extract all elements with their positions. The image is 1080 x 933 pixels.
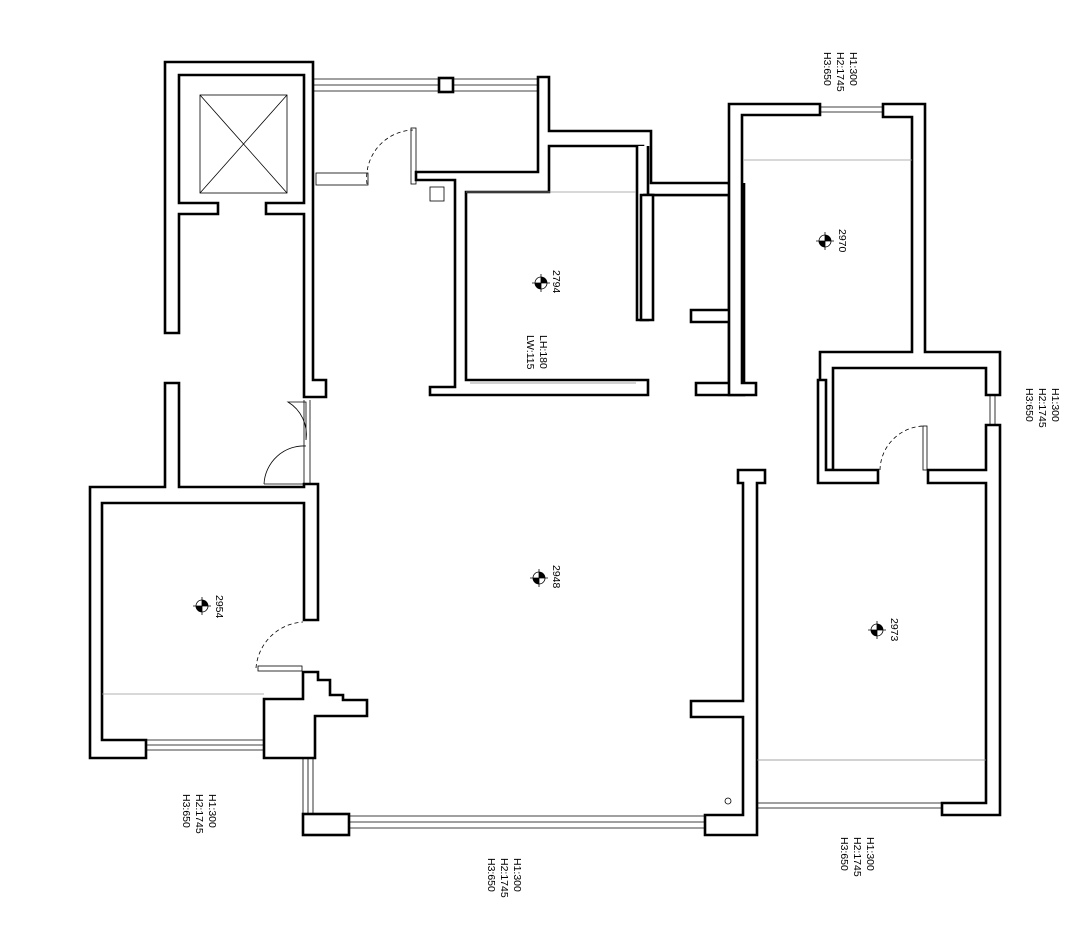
living-bottom-wall: [301, 758, 705, 837]
window-note-bottom-right: H1:300 H2:1745 H3:650: [838, 837, 876, 877]
room-height-right: 2973: [888, 618, 900, 642]
svg-text:H3:650: H3:650: [485, 858, 497, 892]
svg-text:H3:650: H3:650: [838, 837, 850, 871]
room-lh-label: LH:180: [537, 335, 549, 369]
entrance-door: [263, 400, 311, 485]
window-note-top: H1:300 H2:1745 H3:650: [821, 52, 859, 92]
top-right-walls: [727, 102, 1002, 472]
height-marker-right: [868, 621, 886, 639]
svg-text:H1:300: H1:300: [847, 52, 859, 86]
svg-text:H2:1745: H2:1745: [834, 52, 846, 92]
corridor-door: [315, 127, 417, 186]
top-middle-walls: [414, 75, 731, 397]
svg-text:H3:650: H3:650: [821, 52, 833, 86]
svg-text:H2:1745: H2:1745: [851, 837, 863, 877]
room-height-top-right: 2970: [836, 229, 848, 253]
svg-text:H1:300: H1:300: [511, 858, 523, 892]
height-marker-left: [193, 597, 211, 615]
svg-text:H1:300: H1:300: [864, 837, 876, 871]
svg-text:H1:300: H1:300: [206, 794, 218, 828]
window-note-right: H1:300 H2:1745 H3:650: [1023, 388, 1061, 428]
elevator-shaft: [163, 60, 328, 399]
height-marker-top-right: [816, 232, 834, 250]
svg-text:H2:1745: H2:1745: [498, 858, 510, 898]
height-marker-top-middle: [532, 274, 550, 292]
room-height-living: 2948: [550, 565, 562, 589]
room-lw-label: LW:115: [524, 335, 536, 370]
room-height-top-middle: 2794: [550, 270, 562, 294]
svg-text:H1:300: H1:300: [1049, 388, 1061, 422]
right-bath-walls: [816, 378, 1002, 817]
room-height-left: 2954: [213, 595, 225, 619]
left-room-walls: [88, 381, 369, 760]
corridor-window: [313, 76, 538, 94]
height-marker-living: [530, 569, 548, 587]
window-note-bottom-left: H1:300 H2:1745 H3:650: [180, 794, 218, 834]
svg-text:H3:650: H3:650: [180, 794, 192, 828]
svg-text:H2:1745: H2:1745: [193, 794, 205, 834]
window-note-bottom-center: H1:300 H2:1745 H3:650: [485, 858, 523, 898]
svg-text:H3:650: H3:650: [1023, 388, 1035, 422]
svg-text:H2:1745: H2:1745: [1036, 388, 1048, 428]
living-right-wall: [689, 468, 986, 837]
